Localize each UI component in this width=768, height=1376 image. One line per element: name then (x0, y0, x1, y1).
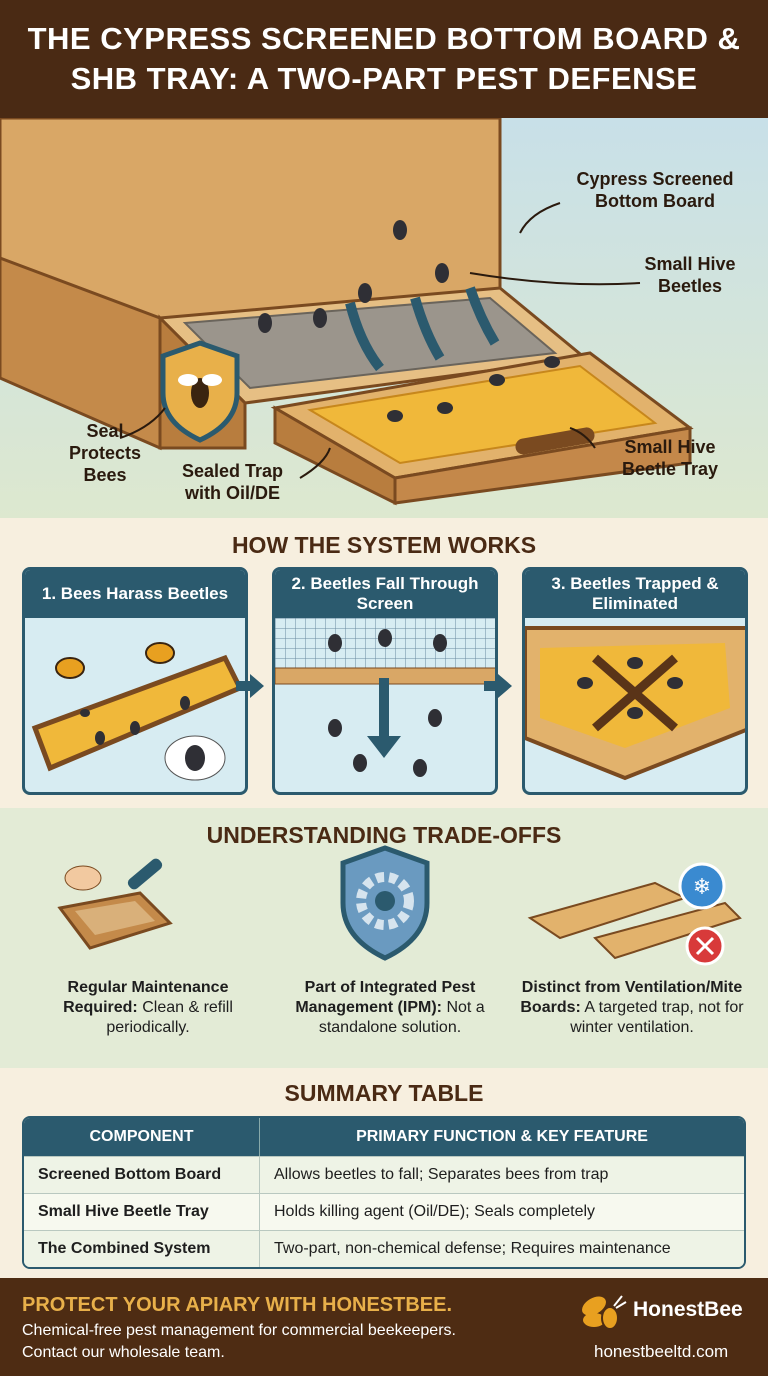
table-cell: Screened Bottom Board (24, 1157, 260, 1193)
bees-harass-illustration (31, 642, 244, 781)
beetles-trapped-illustration (525, 626, 745, 781)
footer: PROTECT YOUR APIARY WITH HONESTBEE. Chem… (0, 1278, 768, 1376)
step-label: 2. Beetles Fall Through Screen (275, 570, 495, 618)
tradeoff-ventilation: Distinct from Ventilation/Mite Boards: A… (512, 978, 752, 1038)
step-panel-2: 2. Beetles Fall Through Screen (272, 567, 498, 795)
table-row: Screened Bottom Board Allows beetles to f… (24, 1156, 744, 1193)
table-row: Small Hive Beetle Tray Holds killing agen… (24, 1193, 744, 1230)
step-panel-3: 3. Beetles Trapped & Eliminated (522, 567, 748, 795)
gear-shield-icon (340, 845, 430, 961)
shield-bee-icon (160, 340, 240, 443)
beetles-fall-illustration (275, 618, 495, 777)
table-cell: Two-part, non-chemical defense; Requires… (274, 1240, 671, 1257)
table-header: COMPONENT PRIMARY FUNCTION & KEY FEATURE (24, 1118, 744, 1156)
header: THE CYPRESS SCREENED BOTTOM BOARD & SHB … (0, 0, 768, 118)
hero-illustration: Cypress Screened Bottom Board Small Hive… (0, 116, 768, 518)
brand-name: HonestBee (633, 1298, 743, 1321)
tradeoff-heading: Part of Integrated Pest Management (IPM)… (295, 979, 476, 1016)
step-label: 3. Beetles Trapped & Eliminated (525, 570, 745, 618)
label-tray: Small Hive Beetle Tray (621, 437, 719, 479)
how-title: HOW THE SYSTEM WORKS (231, 532, 537, 558)
header-cell: COMPONENT (24, 1118, 260, 1156)
footer-line1: Chemical-free pest management for commer… (22, 1322, 456, 1339)
snowflake-icon (678, 862, 726, 910)
tradeoff-heading: Regular Maintenance Required: (63, 979, 229, 1016)
cleaning-tray-icon (57, 858, 173, 950)
table-cell: Allows beetles to fall; Separates bees f… (274, 1166, 609, 1183)
tradeoff-text: Not a standalone solution. (318, 999, 485, 1036)
tradeoffs-title: UNDERSTANDING TRADE-OFFS (206, 822, 562, 848)
brand-url[interactable]: honestbeeltd.com (594, 1342, 729, 1361)
arrow-right-icon (236, 674, 264, 698)
arrow-right-icon (484, 674, 512, 698)
tradeoff-text: A targeted trap, not for winter ventilat… (570, 999, 744, 1036)
hive-illustration (0, 116, 694, 506)
table-cell: Holds killing agent (Oil/DE); Seals comp… (274, 1203, 596, 1220)
tradeoffs-section: UNDERSTANDING TRADE-OFFS ❄ Regular Maint… (0, 808, 768, 1068)
table-cell: Small Hive Beetle Tray (24, 1194, 260, 1230)
ventilation-board-icon: ❄ (527, 862, 742, 966)
label-beetles: Small Hive Beetles (644, 254, 736, 296)
footer-line2: Contact our wholesale team. (22, 1344, 225, 1361)
honestbee-logo-icon (582, 1295, 627, 1330)
header-cell: PRIMARY FUNCTION & KEY FEATURE (356, 1128, 648, 1145)
footer-headline: PROTECT YOUR APIARY WITH HONESTBEE. (22, 1294, 453, 1316)
beetles (258, 220, 560, 422)
summary-title: SUMMARY TABLE (284, 1080, 484, 1106)
tradeoff-maintenance: Regular Maintenance Required: Clean & re… (28, 978, 268, 1038)
step-panel-1: 1. Bees Harass Beetles (22, 567, 248, 795)
label-seal: Seal Protects Bees (68, 421, 142, 485)
table-row: The Combined System Two-part, non-chemica… (24, 1230, 744, 1267)
page-title: THE CYPRESS SCREENED BOTTOM BOARD & SHB … (27, 21, 741, 96)
step-label: 1. Bees Harass Beetles (25, 570, 245, 618)
tradeoff-ipm: Part of Integrated Pest Management (IPM)… (270, 978, 510, 1038)
svg-text:❄: ❄ (693, 874, 711, 899)
label-trap: Sealed Trap with Oil/DE (181, 461, 284, 503)
tradeoff-text: Clean & refill periodically. (106, 999, 233, 1036)
table-cell: The Combined System (24, 1231, 260, 1267)
label-bottom-board: Cypress Screened Bottom Board (576, 169, 734, 211)
tradeoff-heading: Distinct from Ventilation/Mite Boards: (520, 979, 743, 1016)
summary-table: COMPONENT PRIMARY FUNCTION & KEY FEATURE… (22, 1116, 746, 1269)
